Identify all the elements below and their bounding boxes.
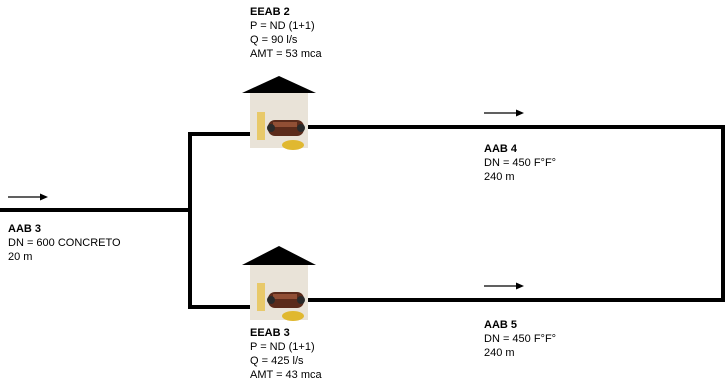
pipe-network — [0, 125, 725, 309]
pipe-title: AAB 5 — [484, 319, 518, 331]
pipe-diameter: DN = 450 F°F° — [484, 333, 557, 345]
pipe-branch-vertical — [188, 132, 252, 309]
pump-station-eeab2-icon — [242, 76, 316, 150]
pipe-label-aab5: AAB 5 DN = 450 F°F° 240 m — [484, 318, 556, 360]
pipe-length: 240 m — [484, 171, 515, 183]
station-title: EEAB 3 — [250, 327, 290, 339]
station-pumps: P = ND (1+1) — [250, 20, 315, 32]
station-label-eeab2: EEAB 2 P = ND (1+1) Q = 90 l/s AMT = 53 … — [250, 5, 322, 61]
station-label-eeab3: EEAB 3 P = ND (1+1) Q = 425 l/s AMT = 43… — [250, 326, 322, 382]
pipe-title: AAB 3 — [8, 223, 42, 235]
station-flow: Q = 425 l/s — [250, 355, 304, 367]
pipe-title: AAB 4 — [484, 143, 518, 155]
pipe-length: 20 m — [8, 251, 33, 263]
pump-station-eeab3-icon — [242, 246, 316, 321]
station-flow: Q = 90 l/s — [250, 34, 298, 46]
pipe-diameter: DN = 450 F°F° — [484, 157, 557, 169]
flow-arrow-aab5 — [484, 282, 524, 290]
pipe-label-aab4: AAB 4 DN = 450 F°F° 240 m — [484, 142, 556, 184]
flow-arrow-aab3 — [8, 193, 48, 201]
flow-arrow-aab4 — [484, 109, 524, 117]
station-head: AMT = 53 mca — [250, 48, 322, 60]
pipe-label-aab3: AAB 3 DN = 600 CONCRETO 20 m — [8, 222, 121, 264]
station-title: EEAB 2 — [250, 6, 290, 18]
pipe-length: 240 m — [484, 347, 515, 359]
pipe-diameter: DN = 600 CONCRETO — [8, 237, 121, 249]
station-head: AMT = 43 mca — [250, 369, 322, 381]
station-pumps: P = ND (1+1) — [250, 341, 315, 353]
